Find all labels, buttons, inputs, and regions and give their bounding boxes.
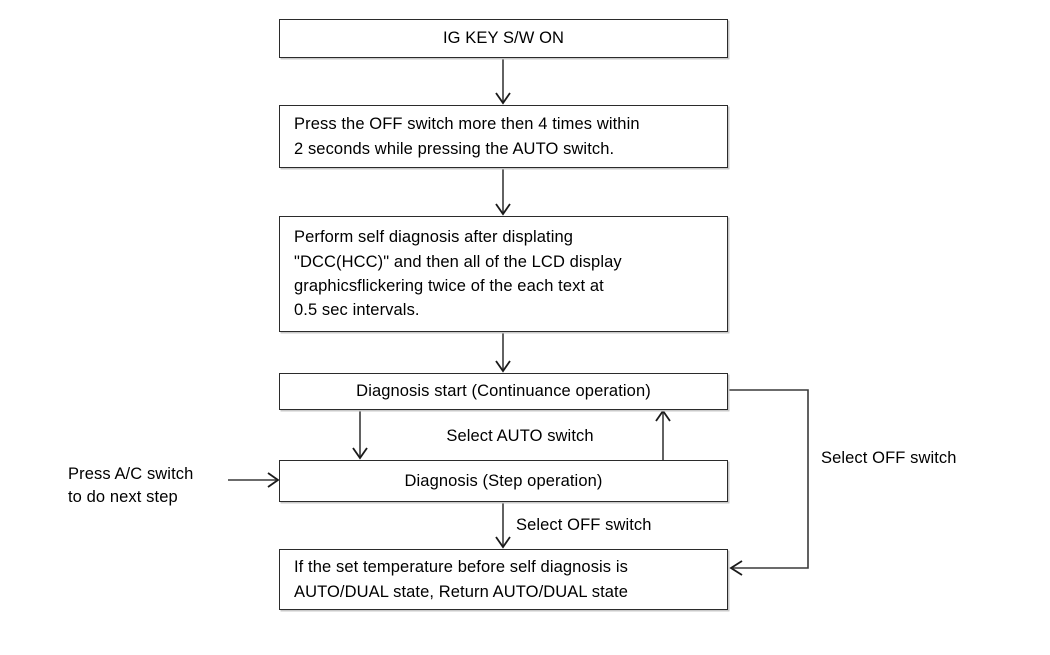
connector-diagstep-to-returnstate xyxy=(495,502,511,549)
connector-diagstart-right-to-returnstate xyxy=(728,389,809,576)
label-press-ac-switch: Press A/C switch to do next step xyxy=(68,465,194,507)
node-return-auto-dual-state[interactable]: If the set temperature before self diagn… xyxy=(279,549,728,610)
node-ig-key-sw-on[interactable]: IG KEY S/W ON xyxy=(279,19,728,58)
connector-pressoff-to-perform xyxy=(495,168,511,216)
label-select-off-switch-right: Select OFF switch xyxy=(821,449,957,467)
node-perform-self-diagnosis[interactable]: Perform self diagnosis after displating … xyxy=(279,216,728,332)
node-diagnosis-step-text: Diagnosis (Step operation) xyxy=(404,471,603,490)
connector-igkey-to-pressoff xyxy=(495,58,511,105)
connector-perform-to-diagstart xyxy=(495,332,511,373)
connector-diagstart-to-diagstep xyxy=(352,410,368,460)
label-select-auto-switch: Select AUTO switch xyxy=(446,427,594,445)
label-select-off-switch-center: Select OFF switch xyxy=(516,516,652,534)
node-ig-key-sw-on-text: IG KEY S/W ON xyxy=(442,29,565,48)
connector-diagstep-to-diagstart xyxy=(655,409,671,460)
node-perform-self-diagnosis-text: Perform self diagnosis after displating … xyxy=(294,228,622,320)
node-diagnosis-start[interactable]: Diagnosis start (Continuance operation) xyxy=(279,373,728,410)
node-press-off-switch[interactable]: Press the OFF switch more then 4 times w… xyxy=(279,105,728,168)
node-diagnosis-start-text: Diagnosis start (Continuance operation) xyxy=(356,382,651,401)
node-return-auto-dual-state-text: If the set temperature before self diagn… xyxy=(294,558,629,601)
node-press-off-switch-text: Press the OFF switch more then 4 times w… xyxy=(294,115,640,158)
node-diagnosis-step[interactable]: Diagnosis (Step operation) xyxy=(279,460,728,502)
